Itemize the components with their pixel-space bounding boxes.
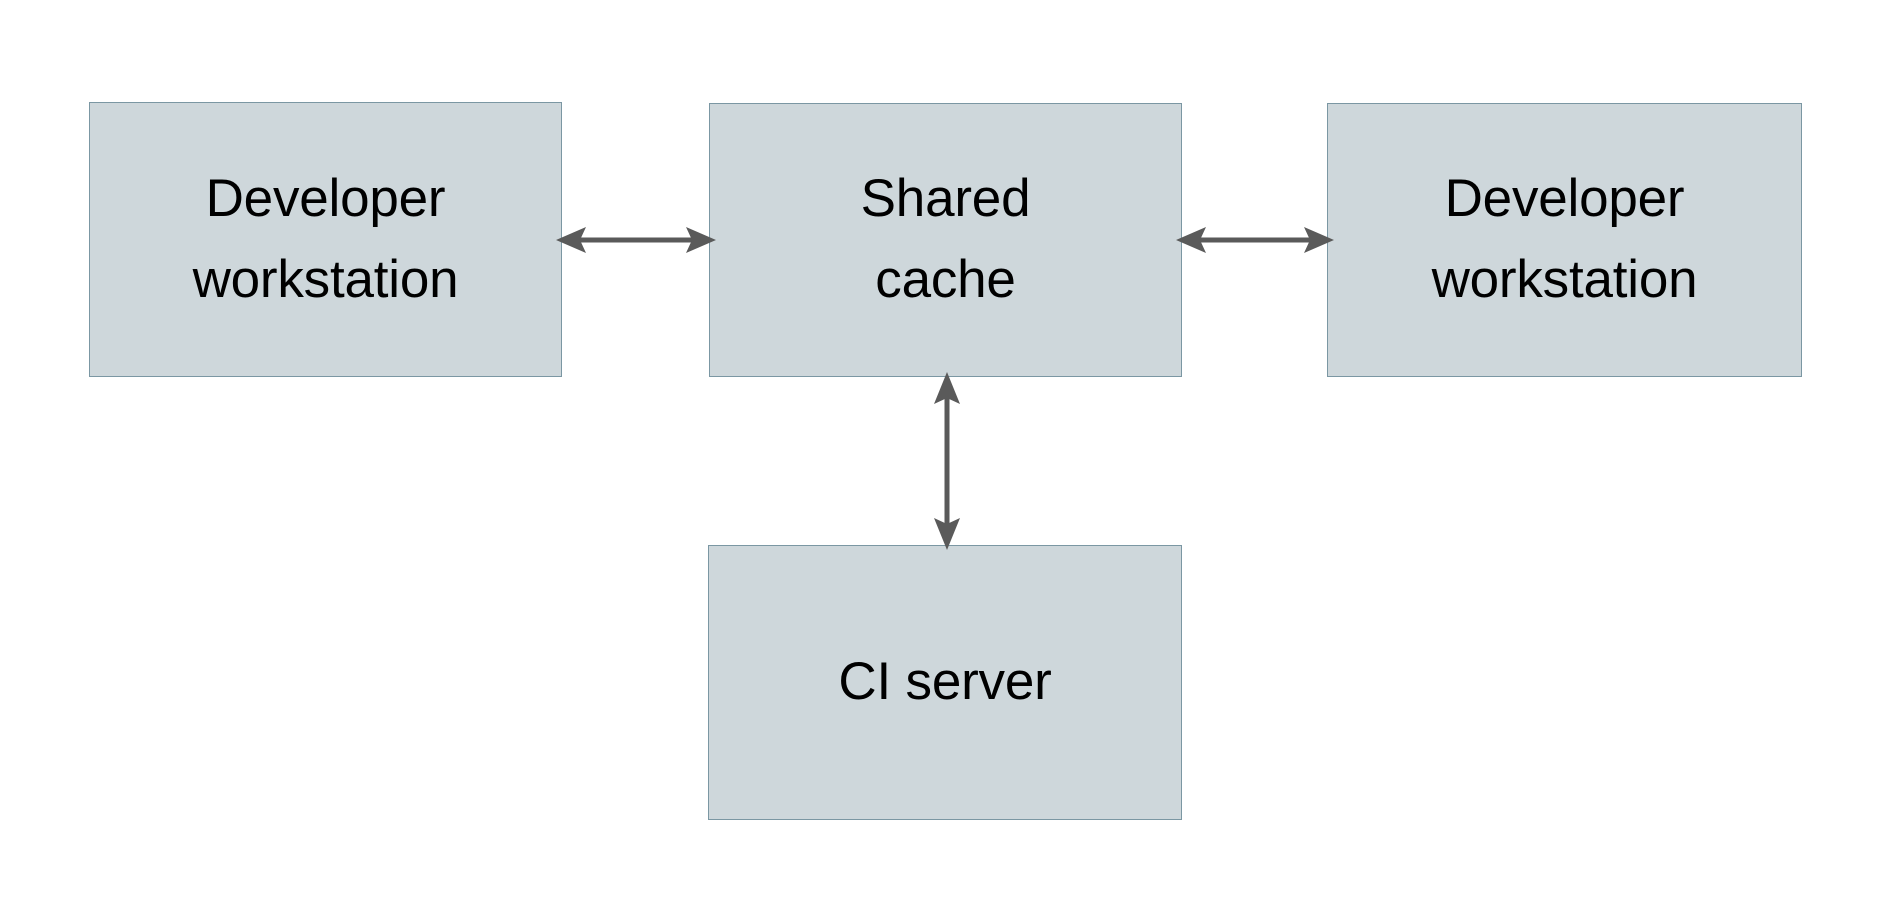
node-ci-server[interactable]: CI server	[708, 545, 1182, 820]
edge-developer-workstation-left-to-shared-cache	[556, 215, 716, 265]
node-label-developer-workstation-left: Developer workstation	[192, 168, 459, 309]
double-arrow-horizontal-icon	[556, 227, 716, 253]
double-arrow-horizontal-icon	[1176, 227, 1334, 253]
node-label-shared-cache: Shared cache	[860, 169, 1031, 309]
node-label-developer-workstation-right: Developer workstation	[1431, 169, 1698, 309]
node-label-ci-server: CI server	[838, 652, 1052, 712]
edge-shared-cache-to-developer-workstation-right	[1176, 215, 1334, 265]
double-arrow-vertical-icon	[934, 372, 960, 550]
node-developer-workstation-left[interactable]: Developer workstation	[89, 102, 562, 377]
node-developer-workstation-right[interactable]: Developer workstation	[1327, 103, 1802, 377]
node-shared-cache[interactable]: Shared cache	[709, 103, 1182, 377]
edge-shared-cache-to-ci-server	[922, 372, 972, 550]
